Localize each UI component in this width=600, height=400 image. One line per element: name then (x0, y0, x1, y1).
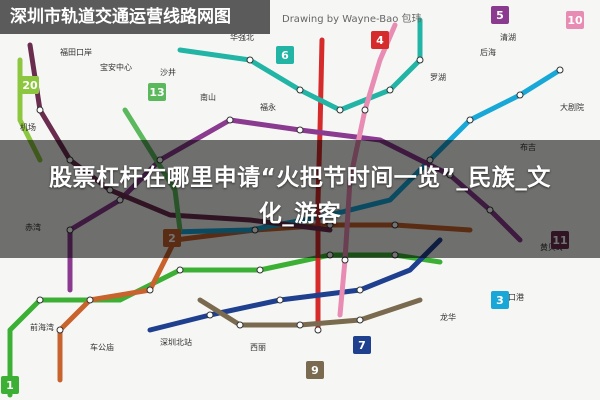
station-dot (361, 106, 369, 114)
station-dot (356, 286, 364, 294)
station-dot (146, 286, 154, 294)
station-dot (246, 56, 254, 64)
station-dot (176, 266, 184, 274)
map-title: 深圳市轨道交通运营线路网图 (0, 0, 270, 34)
station-label: 华强北 (230, 32, 254, 42)
map-credit: Drawing by Wayne-Bao 包玮 (282, 14, 422, 25)
station-label: 清湖 (500, 32, 516, 42)
station-dot (236, 321, 244, 329)
station-dot (516, 91, 524, 99)
station-dot (314, 326, 322, 334)
line-badge-6: 6 (276, 46, 294, 64)
line-badge-5: 5 (491, 6, 509, 24)
line-badge-label: 4 (376, 34, 384, 47)
station-dot (466, 116, 474, 124)
station-label: 深圳北站 (160, 337, 192, 347)
station-label: 西丽 (250, 343, 266, 352)
line-badge-4: 4 (371, 31, 389, 49)
station-label: 福田口岸 (60, 48, 92, 57)
headline-overlay (0, 140, 600, 258)
station-dot (36, 106, 44, 114)
station-dot (416, 56, 424, 64)
line-badge-label: 10 (567, 14, 583, 27)
line-badge-13: 13 (148, 83, 166, 101)
station-dot (356, 316, 364, 324)
line-badge-label: 13 (149, 86, 164, 99)
station-dot (86, 296, 94, 304)
station-label: 蛇口港 (500, 292, 524, 302)
line-badge-label: 5 (496, 9, 504, 22)
headline-line-2: 化_游客 (258, 201, 342, 227)
station-label: 罗湖 (430, 73, 446, 82)
station-dot (386, 86, 394, 94)
station-label: 沙井 (160, 67, 176, 77)
line-badge-7: 7 (353, 336, 371, 354)
headline-line-1: 股票杠杆在哪里申请“火把节时间一览”_民族_文 (49, 165, 551, 191)
station-label: 福永 (260, 102, 276, 112)
station-label: 南山 (200, 92, 216, 102)
station-dot (56, 326, 64, 334)
line-badge-1: 1 (1, 376, 19, 394)
station-label: 大剧院 (560, 102, 584, 112)
station-label: 前海湾 (30, 322, 54, 332)
station-label: 车公庙 (90, 342, 114, 352)
station-dot (256, 266, 264, 274)
station-dot (296, 321, 304, 329)
station-dot (36, 296, 44, 304)
line-badge-3: 3 (491, 291, 509, 309)
station-dot (206, 311, 214, 319)
station-dot (276, 296, 284, 304)
line-badge-10: 10 (566, 11, 584, 29)
station-label: 机场 (20, 122, 36, 132)
station-label: 后海 (480, 47, 496, 57)
line-badge-label: 20 (22, 79, 38, 92)
station-dot (226, 116, 234, 124)
station-dot (296, 126, 304, 134)
line-badge-20: 20 (21, 76, 39, 94)
station-dot (296, 86, 304, 94)
line-badge-label: 9 (311, 364, 319, 377)
line-badge-label: 3 (496, 294, 504, 307)
headline: 股票杠杆在哪里申请“火把节时间一览”_民族_文 化_游客 (0, 160, 600, 232)
metro-line-7 (147, 237, 443, 333)
line-badge-9: 9 (306, 361, 324, 379)
line-badge-label: 6 (281, 49, 289, 62)
station-dot (556, 66, 564, 74)
station-label: 龙华 (440, 312, 456, 322)
line-badge-label: 1 (6, 379, 14, 392)
station-dot (336, 106, 344, 114)
line-badge-label: 7 (358, 339, 366, 352)
station-label: 宝安中心 (100, 62, 132, 72)
